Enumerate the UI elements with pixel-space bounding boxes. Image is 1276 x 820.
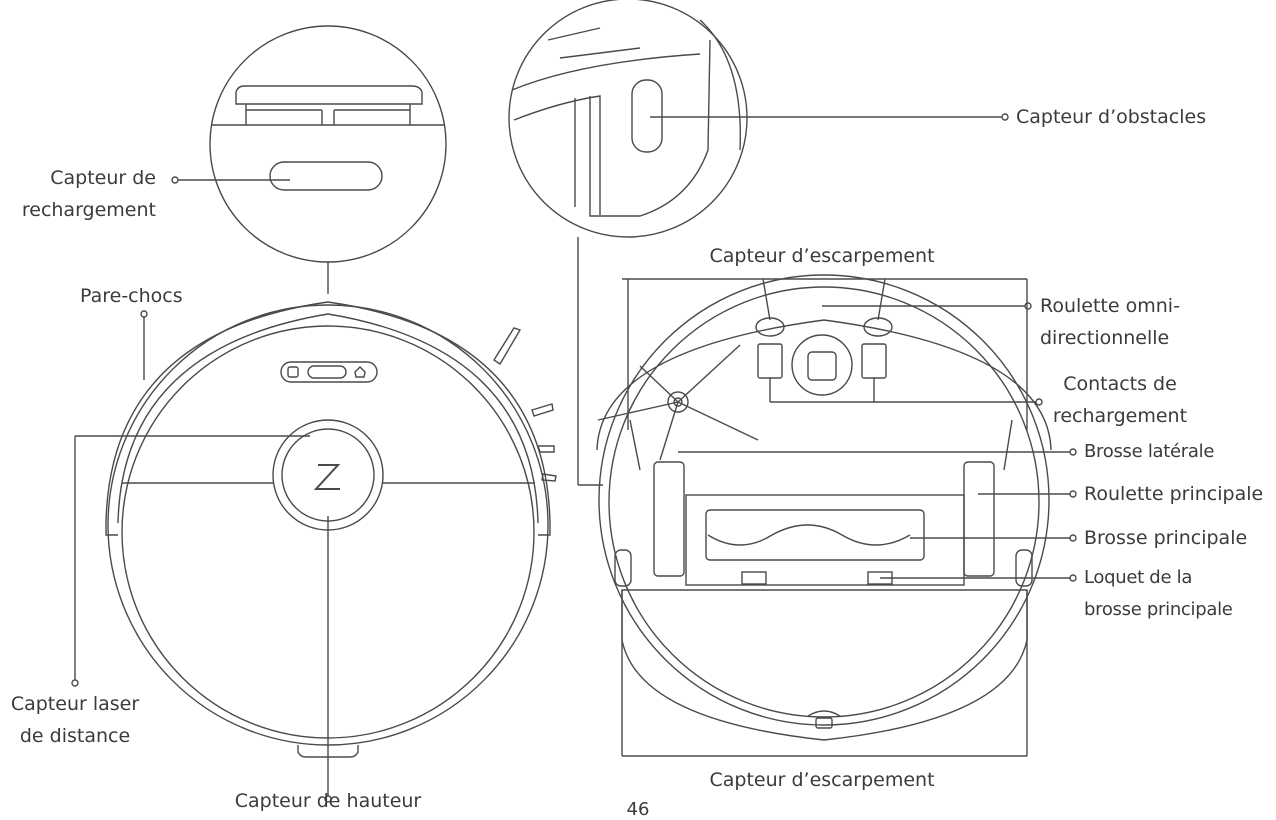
height-sensor-label: Capteur de hauteur [234, 790, 422, 812]
charging-contacts-label: Contacts de rechargement [1040, 368, 1200, 432]
charge-sensor-label-line2: rechargement [21, 199, 156, 221]
obstacle-sensor-zoom [508, 0, 748, 486]
side-brush-label: Brosse latérale [1084, 441, 1215, 462]
callout-lines [71, 113, 1077, 803]
brush-latch-label-line2: brosse principale [1084, 599, 1233, 620]
robot-bottom-view [596, 274, 1052, 741]
page-number: 46 [626, 799, 650, 820]
obstacle-sensor-label: Capteur d’obstacles [1016, 106, 1207, 128]
omni-wheel-label-line2: directionnelle [1040, 327, 1170, 349]
main-wheel-label: Roulette principale [1084, 483, 1264, 505]
charge-sensor-zoom [209, 25, 447, 294]
omni-wheel-label: Roulette omni- directionnelle [1040, 290, 1180, 354]
charging-contacts-label-line1: Contacts de [1063, 373, 1177, 395]
bumper-label: Pare-chocs [80, 285, 183, 307]
main-brush-label: Brosse principale [1084, 527, 1248, 549]
charge-sensor-label-line1: Capteur de [50, 167, 156, 189]
charge-sensor-label: Capteur de rechargement [0, 162, 156, 226]
laser-sensor-label: Capteur laser de distance [0, 688, 150, 752]
laser-sensor-label-line2: de distance [19, 725, 131, 747]
cliff-sensor-bottom-label: Capteur d’escarpement [709, 769, 935, 791]
brush-latch-label: Loquet de la brosse principale [1084, 562, 1233, 626]
robot-top-view [105, 301, 557, 758]
laser-sensor-label-line1: Capteur laser [10, 693, 140, 715]
omni-wheel-label-line1: Roulette omni- [1040, 295, 1180, 317]
charging-contacts-label-line2: rechargement [1052, 405, 1188, 427]
brush-latch-label-line1: Loquet de la [1084, 567, 1193, 588]
cliff-sensor-top-label: Capteur d’escarpement [709, 245, 935, 267]
